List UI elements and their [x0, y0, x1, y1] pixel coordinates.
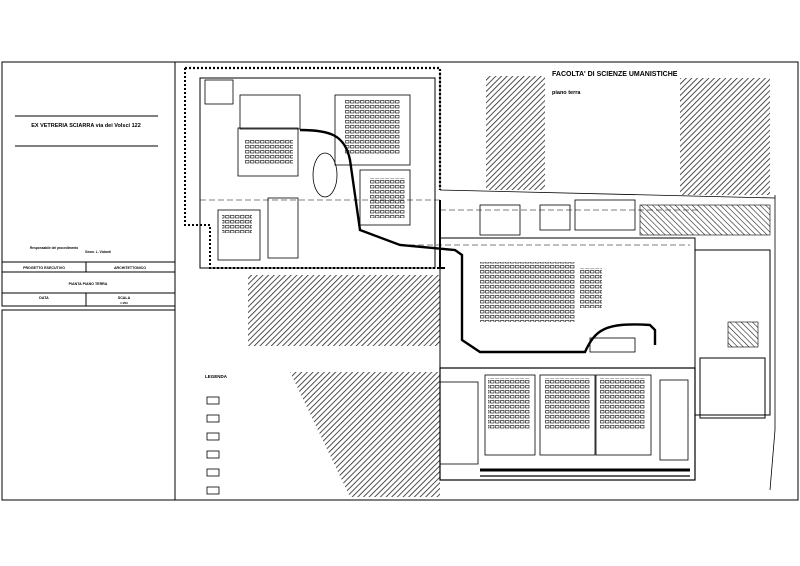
plan-frame: [174, 61, 799, 501]
project-title: EX VETRERIA SCIARRA via dei Volsci 122: [31, 123, 141, 129]
lecture-hall-3-seats: [600, 378, 645, 430]
date-label: DATA: [39, 296, 49, 300]
building-outline: [184, 66, 776, 491]
plan-title: FACOLTA' DI SCIENZE UMANISTICHE: [552, 71, 678, 78]
main-auditorium-seats: [480, 262, 575, 322]
responsible-label: Responsabile del procedimento: [30, 246, 78, 250]
legend-swatch: [206, 450, 220, 459]
scale-value: 1:200: [120, 301, 128, 305]
legend: LEGENDA: [205, 374, 228, 495]
drawing-name: PIANTA PIANO TERRA: [69, 282, 108, 286]
title-block: EX VETRERIA SCIARRA via dei Volsci 122 R…: [1, 61, 176, 501]
lecture-halls: [222, 100, 652, 456]
legend-swatch: [206, 414, 220, 423]
phase-label: PROGETTO ESECUTIVO: [23, 266, 65, 270]
legend-swatch: [206, 468, 220, 477]
lecture-hall-2-seats: [545, 378, 590, 430]
responsible-name: Geom. L. Violanti: [85, 250, 111, 254]
legend-swatch: [206, 432, 220, 441]
lecture-hall-1-seats: [488, 378, 530, 430]
legend-swatch: [206, 486, 220, 495]
adjacent-buildings: [248, 72, 776, 497]
scale-label: SCALA: [118, 296, 131, 300]
plan-subtitle: piano terra: [552, 90, 581, 96]
legend-swatch: [206, 396, 220, 405]
discipline-label: ARCHITETTONICO: [114, 266, 146, 270]
legend-title: LEGENDA: [205, 374, 228, 379]
